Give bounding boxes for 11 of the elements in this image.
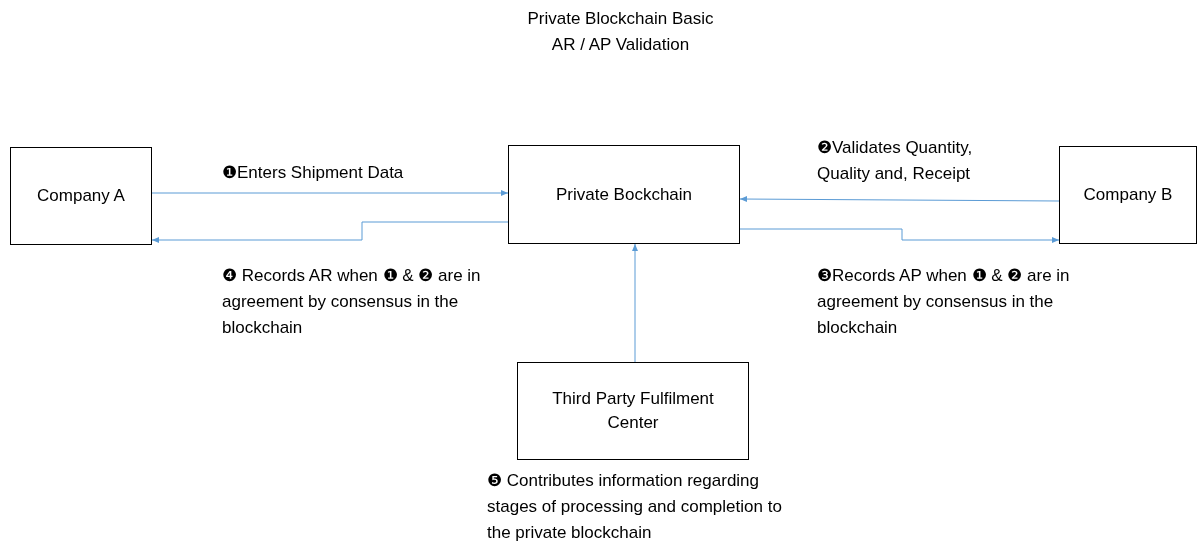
diagram-title: Private Blockchain Basic AR / AP Validation	[527, 8, 714, 56]
process-box: Private Bockchain	[508, 145, 740, 244]
arrow	[632, 243, 638, 363]
process-box: Company A	[10, 147, 152, 245]
process-box: Third Party Fulfilment Center	[517, 362, 749, 460]
arrow	[151, 221, 509, 243]
process-box: Company B	[1059, 146, 1197, 244]
arrow	[739, 196, 1060, 203]
arrow	[151, 190, 509, 196]
arrow	[739, 228, 1060, 243]
node-caption: ❺ Contributes information regarding stages of processing and completion to the private blockchain	[487, 470, 783, 543]
